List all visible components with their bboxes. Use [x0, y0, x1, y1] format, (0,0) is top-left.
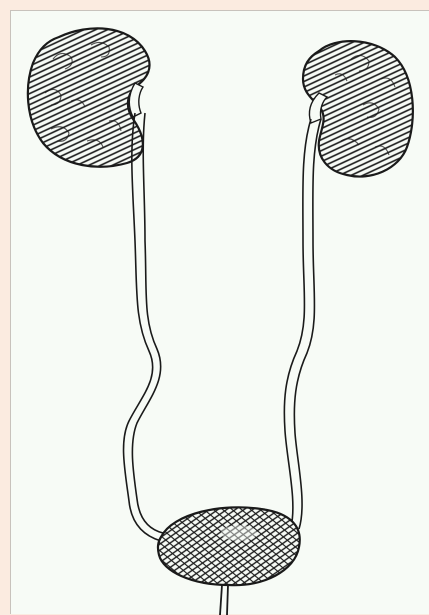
right-ureter: [284, 119, 321, 529]
left-ureter: [124, 113, 163, 541]
urinary-system-illustration: [11, 11, 429, 615]
urethra: [220, 585, 228, 615]
right-kidney: [303, 41, 413, 176]
bladder: [158, 507, 300, 585]
figure-panel: [10, 10, 429, 614]
